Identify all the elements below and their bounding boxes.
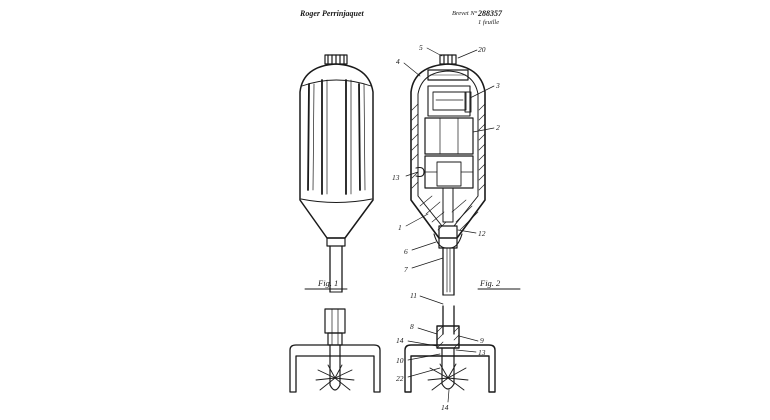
fig2-inner-wall <box>418 71 478 226</box>
ref-6: 6 <box>404 247 408 256</box>
ref-9: 9 <box>480 336 484 345</box>
ref-14-lower: 14 <box>441 403 449 412</box>
ref-8: 8 <box>410 322 414 331</box>
fig2-outer-shell <box>411 64 485 238</box>
ref-13-upper: 13 <box>392 173 400 182</box>
figure-2-section <box>411 55 485 295</box>
ref-13-lower: 13 <box>478 348 486 357</box>
ref-20: 20 <box>478 45 486 54</box>
fig2-label: Fig. 2 <box>479 278 501 288</box>
ref-22: 22 <box>396 374 404 383</box>
figure-1-holder <box>290 309 380 392</box>
fig2-motor <box>425 118 473 154</box>
ref-5: 5 <box>419 43 423 52</box>
fig1-label: Fig. 1 <box>317 278 338 288</box>
fig1-body-outline <box>300 64 373 238</box>
ref-7: 7 <box>404 265 408 274</box>
fig1-u-bracket <box>290 345 380 392</box>
ref-12: 12 <box>478 229 486 238</box>
ref-10: 10 <box>396 356 404 365</box>
ref-2: 2 <box>496 123 500 132</box>
ref-3: 3 <box>495 81 500 90</box>
ref-1: 1 <box>398 223 402 232</box>
ref-14-upper: 14 <box>396 336 404 345</box>
figure-1-exterior <box>300 55 373 292</box>
ref-11: 11 <box>410 291 417 300</box>
ref-4: 4 <box>396 57 400 66</box>
